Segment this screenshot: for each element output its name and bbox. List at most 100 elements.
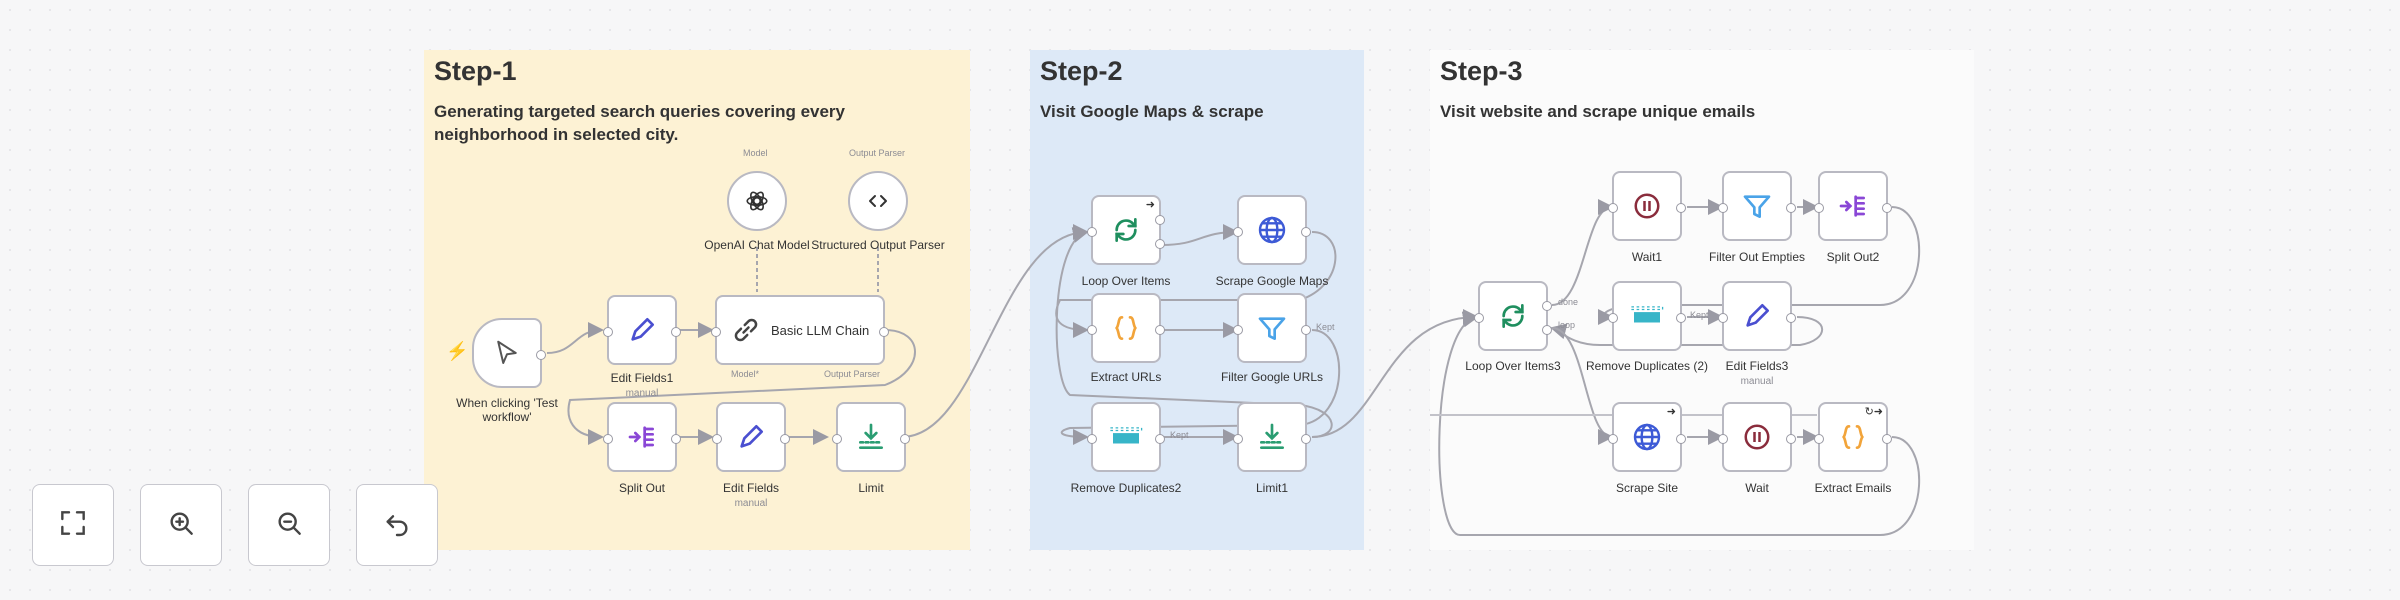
fit-to-view-button[interactable] <box>32 484 114 566</box>
input-port[interactable] <box>1233 325 1243 335</box>
output-port[interactable] <box>1301 227 1311 237</box>
node-scrape-google-maps[interactable] <box>1233 195 1311 265</box>
node-filter-google-urls[interactable] <box>1233 293 1311 363</box>
node-sublabel: manual <box>734 498 768 509</box>
node-trigger[interactable] <box>472 318 546 388</box>
output-port[interactable] <box>1882 203 1892 213</box>
output-port[interactable] <box>1155 239 1165 249</box>
input-port[interactable] <box>603 327 613 337</box>
input-port[interactable] <box>1233 227 1243 237</box>
node-label: Edit Fields3 <box>1725 359 1789 373</box>
node-limit1[interactable] <box>1233 402 1311 472</box>
output-port[interactable] <box>671 327 681 337</box>
output-port[interactable] <box>1786 313 1796 323</box>
split-out-icon <box>626 421 658 453</box>
output-port[interactable] <box>1542 301 1552 311</box>
connection <box>546 322 604 354</box>
branch-label: Kept <box>1690 310 1709 320</box>
node-split-out[interactable] <box>603 402 681 472</box>
input-port[interactable] <box>1718 203 1728 213</box>
sticky-description: Visit Google Maps & scrape <box>1040 102 1264 121</box>
node-limit[interactable] <box>832 402 910 472</box>
zoom-out-button[interactable] <box>248 484 330 566</box>
node-scrape-site[interactable]: ➜ <box>1608 402 1686 472</box>
node-openai-chat-model[interactable] <box>727 171 787 231</box>
output-port[interactable] <box>1301 325 1311 335</box>
input-port[interactable] <box>1718 313 1728 323</box>
braces-icon <box>1837 421 1869 453</box>
input-port[interactable] <box>1608 434 1618 444</box>
node-remove-duplicates-2[interactable] <box>1608 281 1686 351</box>
output-port[interactable] <box>1676 313 1686 323</box>
loop-icon <box>1497 300 1529 332</box>
node-label: Limit1 <box>1255 481 1288 495</box>
node-remove-duplicates2[interactable] <box>1087 402 1165 472</box>
input-port[interactable] <box>1718 434 1728 444</box>
node-edit-fields[interactable] <box>712 402 790 472</box>
input-port[interactable] <box>832 434 842 444</box>
input-port[interactable] <box>1233 434 1243 444</box>
input-port[interactable] <box>711 327 721 337</box>
branch-label: Kept <box>1170 430 1189 440</box>
node-filter-out-empties[interactable] <box>1718 171 1796 241</box>
expand-icon <box>57 507 89 544</box>
node-label: When clicking 'Test workflow' <box>456 396 558 424</box>
output-port[interactable] <box>900 434 910 444</box>
connection <box>1551 199 1614 306</box>
node-structured-output-parser[interactable] <box>848 171 908 231</box>
filter-icon <box>1741 190 1773 222</box>
output-port[interactable] <box>1676 203 1686 213</box>
input-port[interactable] <box>1608 203 1618 213</box>
input-port[interactable] <box>1087 325 1097 335</box>
node-split-out2[interactable] <box>1814 171 1892 241</box>
pencil-icon <box>1741 300 1773 332</box>
node-extract-urls[interactable] <box>1087 293 1165 363</box>
connection <box>1597 206 1920 325</box>
split-out-icon <box>1837 190 1869 222</box>
node-edit-fields1[interactable] <box>603 295 681 365</box>
node-loop-over-items3[interactable] <box>1474 281 1552 351</box>
input-port[interactable] <box>1087 434 1097 444</box>
input-port[interactable] <box>712 434 722 444</box>
output-port[interactable] <box>1786 203 1796 213</box>
reset-zoom-button[interactable] <box>356 484 438 566</box>
input-port[interactable] <box>1474 313 1484 323</box>
connection <box>1060 329 1340 445</box>
output-port[interactable] <box>1155 215 1165 225</box>
output-port[interactable] <box>879 327 889 337</box>
output-port[interactable] <box>1786 434 1796 444</box>
input-port[interactable] <box>1814 434 1824 444</box>
globe-icon <box>1631 421 1663 453</box>
output-port[interactable] <box>1676 434 1686 444</box>
output-port[interactable] <box>780 434 790 444</box>
zoom-in-button[interactable] <box>140 484 222 566</box>
connection <box>1551 327 1614 445</box>
node-edit-fields3[interactable] <box>1718 281 1796 351</box>
node-wait1[interactable] <box>1608 171 1686 241</box>
output-port[interactable] <box>1155 434 1165 444</box>
output-port[interactable] <box>1542 325 1552 335</box>
sticky-description: Generating targeted search queries cover… <box>434 102 846 144</box>
output-port[interactable] <box>1882 434 1892 444</box>
node-wait[interactable] <box>1718 402 1796 472</box>
connection <box>1438 311 1920 536</box>
output-port[interactable] <box>1301 434 1311 444</box>
node-label: Split Out2 <box>1826 250 1880 264</box>
pencil-icon <box>626 314 658 346</box>
output-port[interactable] <box>671 434 681 444</box>
output-port[interactable] <box>536 350 546 360</box>
input-port[interactable] <box>1814 203 1824 213</box>
node-label: Extract URLs <box>1090 370 1162 384</box>
node-basic-llm-chain[interactable]: Basic LLM Chain <box>711 295 889 365</box>
input-port[interactable] <box>603 434 613 444</box>
output-port[interactable] <box>1155 325 1165 335</box>
input-port[interactable] <box>1608 313 1618 323</box>
node-label: Wait <box>1745 481 1769 495</box>
remove-duplicates-icon <box>1109 424 1143 450</box>
node-loop-over-items[interactable]: ➜ <box>1087 195 1165 265</box>
input-port[interactable] <box>1087 227 1097 237</box>
sticky-title: Step-3 <box>1440 56 1523 86</box>
node-extract-emails[interactable]: ↻➜ <box>1814 402 1892 472</box>
remove-duplicates-icon <box>1630 303 1664 329</box>
